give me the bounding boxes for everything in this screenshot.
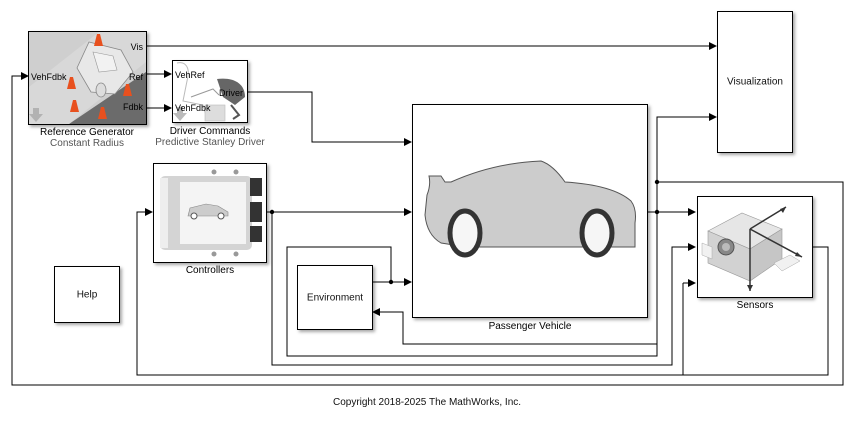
port-fdbk-out[interactable]: Fdbk (122, 102, 143, 112)
visualization-label: Visualization (727, 76, 783, 88)
environment-label: Environment (306, 292, 364, 303)
branch-point (388, 279, 394, 285)
reference-generator-block[interactable]: VehFdbk Vis Ref Fdbk (28, 31, 147, 125)
copyright-text: Copyright 2018-2025 The MathWorks, Inc. (332, 397, 522, 408)
driver-commands-label: Driver Commands (169, 126, 251, 137)
port-vis-out[interactable]: Vis (130, 42, 143, 52)
controllers-label: Controllers (185, 265, 235, 276)
driver-commands-sublabel: Predictive Stanley Driver (155, 137, 265, 148)
environment-block[interactable]: Environment (297, 265, 373, 330)
port-driver-out[interactable]: Driver (219, 88, 243, 98)
port-vehref-in[interactable]: VehRef (175, 70, 205, 80)
signal-line-env-branch[interactable] (286, 212, 658, 357)
imu-sensor-icon (701, 206, 803, 291)
controllers-block[interactable] (153, 163, 267, 263)
branch-point (269, 209, 275, 215)
help-block[interactable]: Help (54, 266, 120, 323)
port-vehfdbk-in[interactable]: VehFdbk (31, 72, 67, 82)
ecu-car-icon (160, 169, 262, 257)
signal-line-to-environment[interactable] (372, 308, 657, 345)
sensors-label: Sensors (736, 300, 774, 311)
sensors-block[interactable] (697, 196, 813, 298)
car-with-cones-icon (29, 32, 146, 124)
port-ref-out[interactable]: Ref (128, 72, 143, 82)
help-label: Help (76, 289, 98, 300)
reference-generator-label: Reference Generator (40, 127, 134, 138)
driver-steering-icon (173, 62, 245, 122)
sports-car-icon (424, 160, 636, 258)
branch-point (654, 209, 660, 215)
passenger-vehicle-block[interactable] (412, 104, 648, 318)
passenger-vehicle-label: Passenger Vehicle (488, 321, 572, 332)
signal-line-feedback-bus[interactable] (11, 72, 844, 386)
branch-point (654, 179, 660, 185)
reference-generator-sublabel: Constant Radius (50, 138, 124, 149)
visualization-block[interactable]: Visualization (717, 11, 793, 153)
signal-line-driver[interactable] (248, 91, 412, 146)
driver-commands-block[interactable]: VehRef VehFdbk Driver (172, 60, 248, 123)
signal-line-to-sensors-2[interactable] (271, 212, 696, 366)
port-vehfdbk-in[interactable]: VehFdbk (175, 103, 211, 113)
signal-line-sensors-3-route[interactable] (136, 208, 684, 376)
signal-line-sensors-out[interactable] (683, 246, 829, 376)
